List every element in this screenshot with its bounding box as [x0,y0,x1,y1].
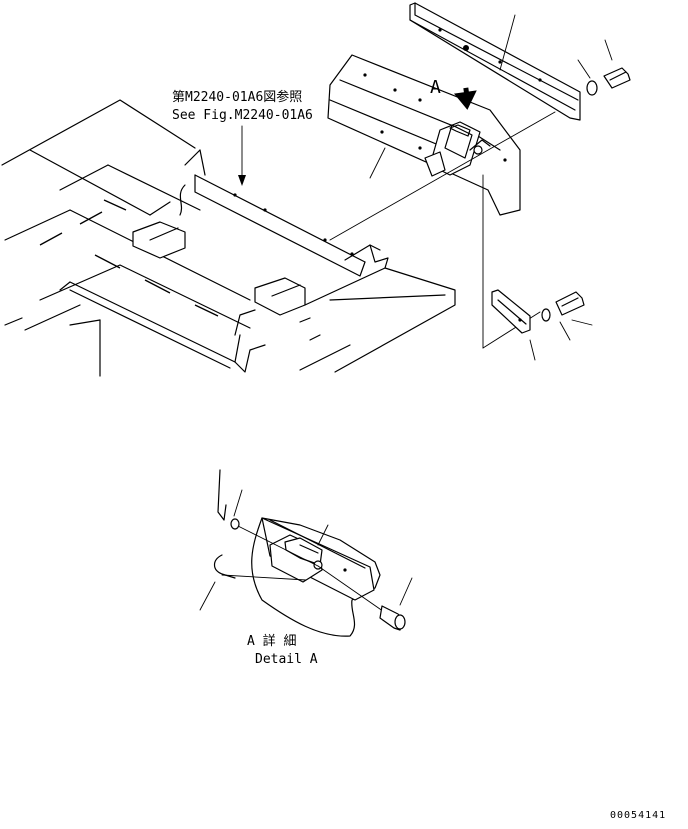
reference-note: 第M2240-01A6図参照 See Fig.M2240-01A6 [172,89,313,186]
washer-icon [541,308,551,322]
bolt-icon [555,291,585,316]
top-bar [409,2,581,121]
reference-note-en: See Fig.M2240-01A6 [172,108,313,123]
bolt-icon [603,67,631,89]
machine-frame [1,99,456,377]
drawing-number: 00054141 [610,810,666,821]
bracket [491,289,536,361]
detail-caption-en: Detail A [255,652,318,667]
view-a-marker: A [430,77,477,110]
bolt-assembly-top [577,39,631,96]
arrow-head-icon [238,175,246,186]
detail-caption-jp: A 詳 細 [247,633,296,649]
down-arrow-icon [453,87,477,110]
washer-icon [230,518,240,530]
guard-plate [327,54,521,216]
bolt-assembly-lower [541,291,593,341]
washer-icon [586,80,598,96]
reference-note-jp: 第M2240-01A6図参照 [172,89,302,105]
detail-a: A 詳 細 Detail A [199,469,413,667]
view-label: A [430,77,441,98]
